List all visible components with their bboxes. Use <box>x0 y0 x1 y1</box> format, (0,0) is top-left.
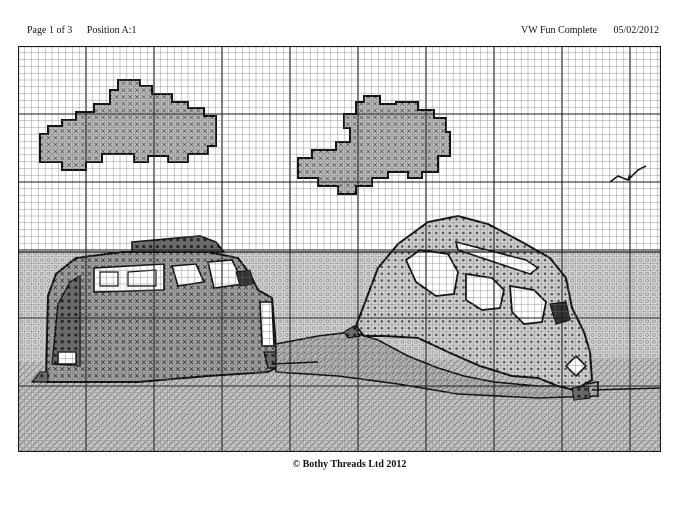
cross-stitch-chart <box>18 46 661 452</box>
grid-position: Position A:1 <box>86 25 137 36</box>
copyright-footer: © Bothy Threads Ltd 2012 <box>292 459 407 470</box>
beach-area <box>18 358 661 452</box>
chart-frame <box>18 46 661 452</box>
chart-grid <box>18 46 661 452</box>
pattern-title: VW Fun Complete <box>521 25 597 36</box>
right-cloud <box>297 95 451 195</box>
chart-header-right: VW Fun Complete 05/02/2012 <box>521 25 659 36</box>
page-indicator: Page 1 of 3 <box>27 25 73 36</box>
left-cloud <box>39 79 217 171</box>
chart-header-left: Page 1 of 3 Position A:1 <box>27 25 137 36</box>
stitch-grid <box>18 46 661 452</box>
print-date: 05/02/2012 <box>613 25 659 36</box>
